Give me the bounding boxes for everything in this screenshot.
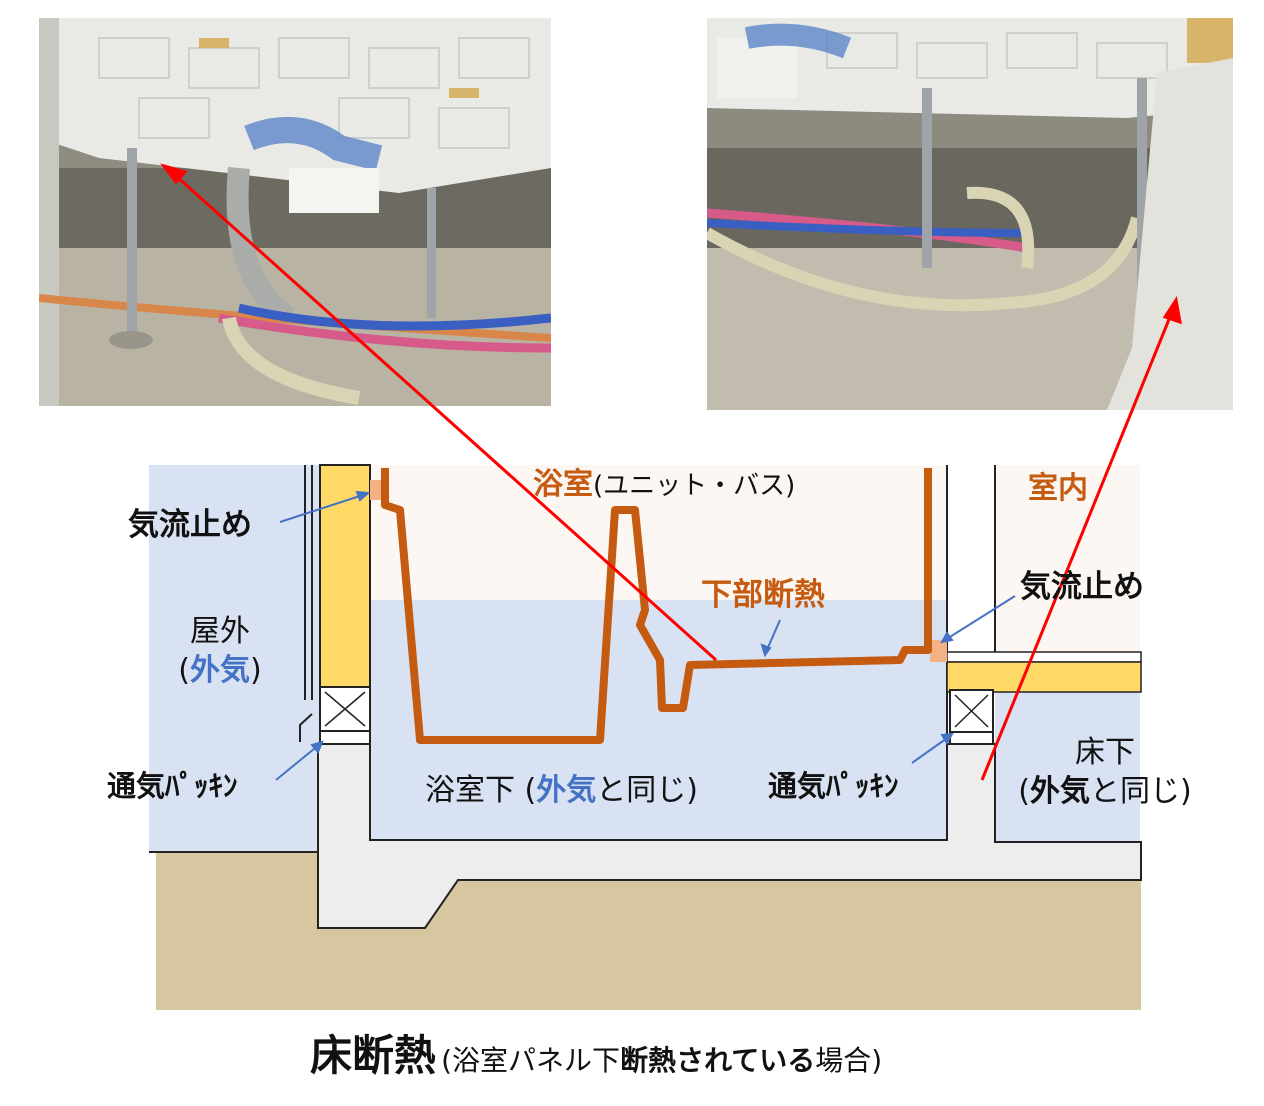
label-outdoor-bold: 外気 xyxy=(190,653,250,688)
right-floor-board xyxy=(946,651,1142,663)
caption-paren-close: ) xyxy=(871,1044,883,1077)
label-under-bath: 浴室下 (外気と同じ) xyxy=(425,776,698,806)
pointer-vent-right xyxy=(911,735,951,764)
label-bathroom: 浴室(ユニット・バス) xyxy=(533,470,795,500)
caption-detail: (浴室パネル下断熱されている場合) xyxy=(441,1044,882,1077)
label-outdoor-paren-open: ( xyxy=(178,653,190,688)
right-airstop-block xyxy=(930,640,947,662)
label-vent-packing-left: 通気ﾊﾟｯｷﾝ xyxy=(107,769,238,803)
label-airstop-right: 気流止め xyxy=(1020,569,1144,605)
label-vent-packing-right: 通気ﾊﾟｯｷﾝ xyxy=(768,769,899,803)
caption-part2: 断熱されている xyxy=(620,1044,816,1077)
label-bathroom-sub: (ユニット・バス) xyxy=(593,471,796,501)
caption-part3: 場合 xyxy=(815,1044,872,1077)
left-vent-packing xyxy=(319,730,371,745)
label-under-floor-pre: ( xyxy=(1018,774,1030,809)
label-outdoor-paren-close: ) xyxy=(250,653,262,688)
label-under-floor-line1: 床下 xyxy=(1075,735,1135,770)
label-indoor: 室内 xyxy=(1028,471,1088,506)
caption-paren-open: ( xyxy=(441,1044,453,1077)
label-under-floor: 床下 (外気と同じ) xyxy=(1005,733,1205,811)
caption-main: 床断熱 xyxy=(310,1031,437,1080)
right-floor-insulation xyxy=(946,661,1142,693)
caption: 床断熱 (浴室パネル下断熱されている場合) xyxy=(310,1035,882,1077)
label-under-bath-bold: 外気 xyxy=(536,773,597,808)
pointer-vent-left xyxy=(275,743,321,781)
label-lower-insulation: 下部断熱 xyxy=(701,577,825,613)
label-under-floor-bold: 外気 xyxy=(1030,774,1090,809)
right-vent-packing xyxy=(949,731,994,745)
label-under-bath-post: と同じ) xyxy=(596,773,698,808)
label-under-floor-post: と同じ) xyxy=(1090,774,1192,809)
label-outdoor-line2: (外気) xyxy=(165,650,275,692)
label-bathroom-text: 浴室 xyxy=(533,467,593,502)
label-under-bath-pre: 浴室下 ( xyxy=(425,773,537,808)
label-airstop-left: 気流止め xyxy=(128,507,252,543)
label-outdoor: 屋外 (外気) xyxy=(165,614,275,692)
label-outdoor-line1: 屋外 xyxy=(190,614,250,649)
caption-part1: 浴室パネル下 xyxy=(452,1044,621,1077)
label-under-floor-line2: (外気と同じ) xyxy=(1005,772,1205,811)
foundation-concrete xyxy=(317,743,1142,929)
